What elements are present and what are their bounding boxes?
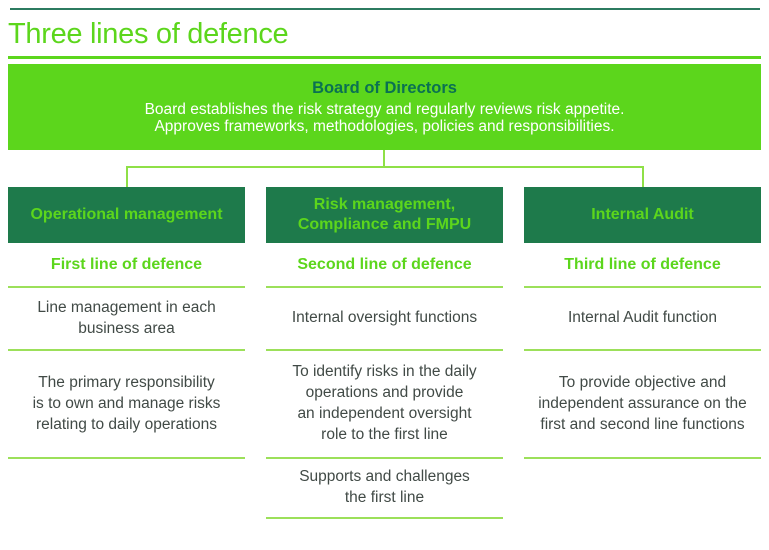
cell-text: The primary responsibility is to own and… — [32, 373, 221, 433]
line-of-defence-label: First line of defence — [50, 255, 203, 273]
column-third-line-of-defence: Internal Audit Third line of defence Int… — [524, 187, 761, 550]
cell-text: To provide objective and independent ass… — [538, 373, 747, 433]
header-box-operational-management: Operational management — [8, 187, 245, 243]
row-divider — [8, 349, 245, 351]
row-divider — [524, 457, 761, 459]
header-box-risk-management-compliance-fmpu: Risk management, Compliance and FMPU — [266, 187, 503, 243]
board-of-directors-banner: Board of Directors Board establishes the… — [8, 64, 761, 150]
row-divider — [266, 517, 503, 519]
cell-text: Supports and challenges the first line — [299, 468, 470, 506]
row-divider — [8, 286, 245, 288]
connector-horizontal-line — [126, 166, 644, 168]
connector-drop-left — [126, 167, 128, 187]
header-label: Risk management, Compliance and FMPU — [297, 196, 472, 233]
cell-text: Line management in each business area — [37, 298, 216, 337]
line-of-defence-label: Second line of defence — [297, 255, 472, 273]
column-first-line-of-defence: Operational management First line of def… — [8, 187, 245, 550]
header-label: Operational management — [30, 206, 223, 223]
connector-vertical-stub — [383, 150, 385, 167]
row-divider — [524, 286, 761, 288]
line-of-defence-label: Third line of defence — [564, 255, 721, 273]
row-divider — [266, 286, 503, 288]
header-label: Internal Audit — [591, 206, 694, 223]
top-divider-rule — [10, 8, 760, 10]
cell-text: Internal oversight functions — [291, 309, 478, 326]
row-divider — [266, 457, 503, 459]
page-title: Three lines of defence — [8, 18, 289, 50]
row-divider — [524, 349, 761, 351]
row-divider — [8, 457, 245, 459]
cell-text: To identify risks in the daily operation… — [292, 363, 477, 443]
banner-heading: Board of Directors — [312, 78, 457, 97]
column-second-line-of-defence: Risk management, Compliance and FMPU Sec… — [266, 187, 503, 550]
banner-text-line-2: Approves frameworks, methodologies, poli… — [154, 118, 615, 135]
connector-drop-right — [642, 167, 644, 187]
row-divider — [266, 349, 503, 351]
title-divider-rule — [8, 56, 761, 59]
header-box-internal-audit: Internal Audit — [524, 187, 761, 243]
banner-text-line-1: Board establishes the risk strategy and … — [144, 100, 625, 118]
cell-text: Internal Audit function — [567, 309, 718, 326]
